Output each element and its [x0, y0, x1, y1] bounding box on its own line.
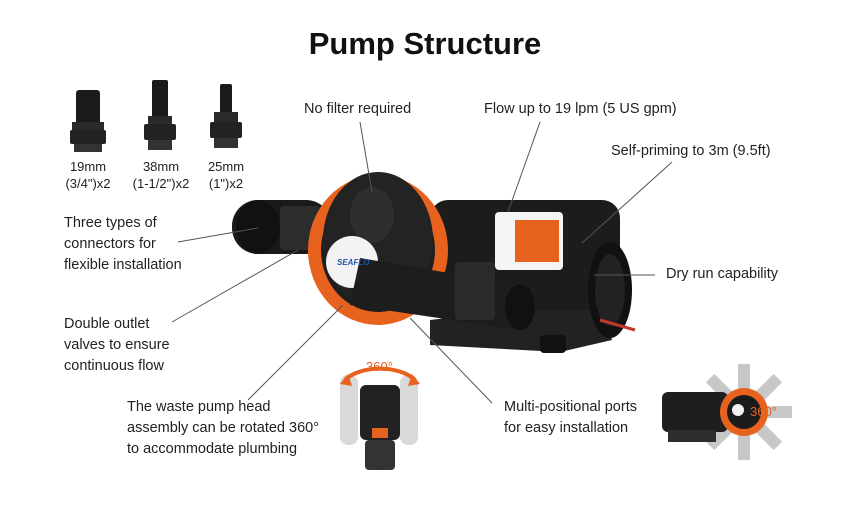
leader-head-rotation	[247, 304, 344, 401]
callout-multi-ports: Multi-positional ports for easy installa…	[504, 399, 637, 436]
connector-label-19mm: 19mm(3/4")x2	[65, 159, 111, 191]
multi-port-illustration	[662, 364, 792, 460]
pump-body	[232, 172, 636, 353]
leader-no-filter	[359, 121, 373, 193]
rotation-degree-label: 360°	[366, 359, 393, 374]
brand-logo: SEAFLO	[337, 258, 370, 267]
head-rotation-illustration	[340, 366, 420, 470]
leader-self-priming	[581, 161, 673, 244]
page-title: Pump Structure	[308, 26, 542, 61]
leader-double-outlet	[171, 249, 299, 323]
callout-connector-types: Three types of connectors for flexible i…	[64, 215, 182, 273]
callout-dry-run: Dry run capability	[666, 266, 779, 282]
leader-multi-ports	[409, 317, 493, 404]
callout-double-outlet: Double outlet valves to ensure continuou…	[64, 316, 170, 374]
callout-flow: Flow up to 19 lpm (5 US gpm)	[484, 101, 677, 117]
multi-port-degree-label: 360°	[750, 404, 777, 419]
callout-no-filter: No filter required	[304, 101, 412, 117]
callout-head-rotation: The waste pump head assembly can be rota…	[127, 399, 319, 457]
connector-38mm-icon	[144, 80, 176, 150]
connector-label-25mm: 25mm(1")x2	[207, 159, 245, 191]
leader-connector-types	[177, 227, 259, 243]
connector-label-38mm: 38mm(1-1/2")x2	[132, 159, 190, 191]
connector-25mm-icon	[210, 84, 242, 148]
leader-flow	[507, 121, 541, 213]
connector-19mm-icon	[70, 90, 106, 152]
callout-self-priming: Self-priming to 3m (9.5ft)	[611, 143, 771, 159]
